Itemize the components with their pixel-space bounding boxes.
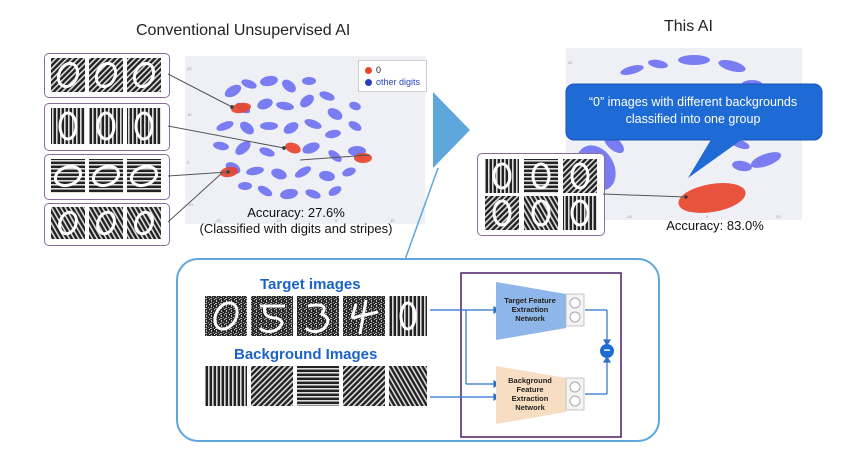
svg-text:10: 10 bbox=[390, 218, 395, 223]
blue-cluster bbox=[224, 84, 242, 98]
legend-other: other digits bbox=[365, 76, 420, 88]
blue-cluster bbox=[319, 170, 335, 182]
subtract-operator-circle bbox=[600, 344, 614, 358]
svg-text:0: 0 bbox=[335, 218, 338, 223]
blue-cluster bbox=[750, 152, 782, 168]
left-leader-lines bbox=[167, 73, 371, 223]
blue-cluster bbox=[257, 185, 273, 197]
red-cluster bbox=[678, 183, 746, 213]
blue-cluster bbox=[235, 141, 251, 155]
blue-cluster bbox=[238, 182, 252, 190]
blue-cluster bbox=[280, 188, 298, 200]
blue-cluster bbox=[732, 160, 752, 172]
blue-cluster bbox=[302, 77, 316, 85]
blue-cluster bbox=[259, 147, 275, 157]
blue-cluster bbox=[302, 142, 320, 154]
subtract-operator: − bbox=[603, 343, 611, 357]
blue-cluster bbox=[246, 166, 264, 176]
svg-text:20: 20 bbox=[187, 66, 192, 71]
blue-cluster bbox=[300, 94, 314, 108]
right-thumb-tiles bbox=[485, 159, 597, 230]
svg-text:0: 0 bbox=[706, 214, 709, 219]
target-network-label: Target Feature Extraction Network bbox=[504, 296, 556, 323]
transition-arrow bbox=[433, 92, 470, 168]
right-title: This AI bbox=[664, 18, 713, 35]
svg-text:-10: -10 bbox=[187, 202, 194, 207]
network-frame bbox=[460, 272, 622, 438]
thumb-row-3 bbox=[51, 159, 161, 193]
svg-text:-10: -10 bbox=[626, 214, 633, 219]
blue-cluster bbox=[283, 122, 299, 134]
svg-text:0: 0 bbox=[187, 160, 190, 165]
svg-text:20: 20 bbox=[568, 60, 573, 65]
blue-cluster bbox=[342, 167, 356, 177]
background-images-label: Background Images bbox=[234, 346, 378, 363]
blue-cluster bbox=[260, 122, 278, 130]
blue-cluster bbox=[294, 166, 312, 178]
target-network-shape bbox=[496, 282, 566, 340]
target-images-label: Target images bbox=[260, 276, 361, 293]
blue-cluster bbox=[348, 121, 362, 131]
left-accuracy: Accuracy: 27.6% (Classified with digits … bbox=[199, 205, 393, 236]
blue-cluster bbox=[325, 129, 341, 139]
right-accuracy: Accuracy: 83.0% bbox=[666, 218, 764, 233]
thumb-row-2 bbox=[51, 108, 161, 144]
background-network-shape bbox=[496, 366, 566, 424]
svg-text:10: 10 bbox=[187, 112, 192, 117]
blue-cluster bbox=[328, 186, 342, 196]
thumb-row-1 bbox=[51, 58, 161, 92]
thumb-row-4 bbox=[51, 207, 161, 239]
blue-cluster bbox=[349, 101, 361, 111]
blue-cluster bbox=[271, 168, 287, 180]
blue-cluster bbox=[260, 75, 278, 87]
svg-text:20: 20 bbox=[776, 214, 781, 219]
blue-cluster bbox=[648, 59, 668, 69]
blue-cluster bbox=[304, 119, 322, 129]
legend-zero: 0 bbox=[365, 64, 420, 76]
blue-cluster bbox=[241, 79, 257, 89]
background-network-label: Background Feature Extraction Network bbox=[508, 376, 552, 412]
blue-cluster bbox=[328, 150, 342, 162]
blue-cluster bbox=[276, 101, 294, 111]
blue-cluster bbox=[319, 91, 335, 101]
callout-bubble-shape bbox=[565, 83, 823, 178]
right-leader-line bbox=[602, 193, 687, 198]
red-cluster bbox=[285, 142, 301, 154]
blue-cluster bbox=[620, 65, 644, 75]
connector-line bbox=[401, 167, 439, 269]
blue-cluster bbox=[216, 121, 234, 131]
architecture-panel bbox=[176, 258, 660, 442]
target-image-tiles bbox=[205, 296, 427, 336]
background-image-tiles bbox=[205, 366, 427, 406]
blue-cluster bbox=[213, 141, 229, 151]
blue-cluster bbox=[305, 189, 321, 199]
blue-cluster bbox=[327, 108, 343, 120]
blue-cluster bbox=[718, 59, 746, 73]
callout-text: “0” images with different backgrounds cl… bbox=[588, 95, 798, 126]
blue-cluster bbox=[678, 55, 710, 65]
blue-cluster bbox=[240, 121, 254, 135]
red-cluster bbox=[231, 102, 251, 114]
blue-cluster bbox=[282, 79, 296, 93]
plot-legend: 0 other digits bbox=[358, 60, 428, 92]
svg-text:-10: -10 bbox=[275, 218, 282, 223]
left-title: Conventional Unsupervised AI bbox=[136, 22, 351, 39]
svg-text:-20: -20 bbox=[215, 218, 222, 223]
left-clusters bbox=[213, 75, 372, 200]
blue-cluster bbox=[257, 98, 273, 110]
